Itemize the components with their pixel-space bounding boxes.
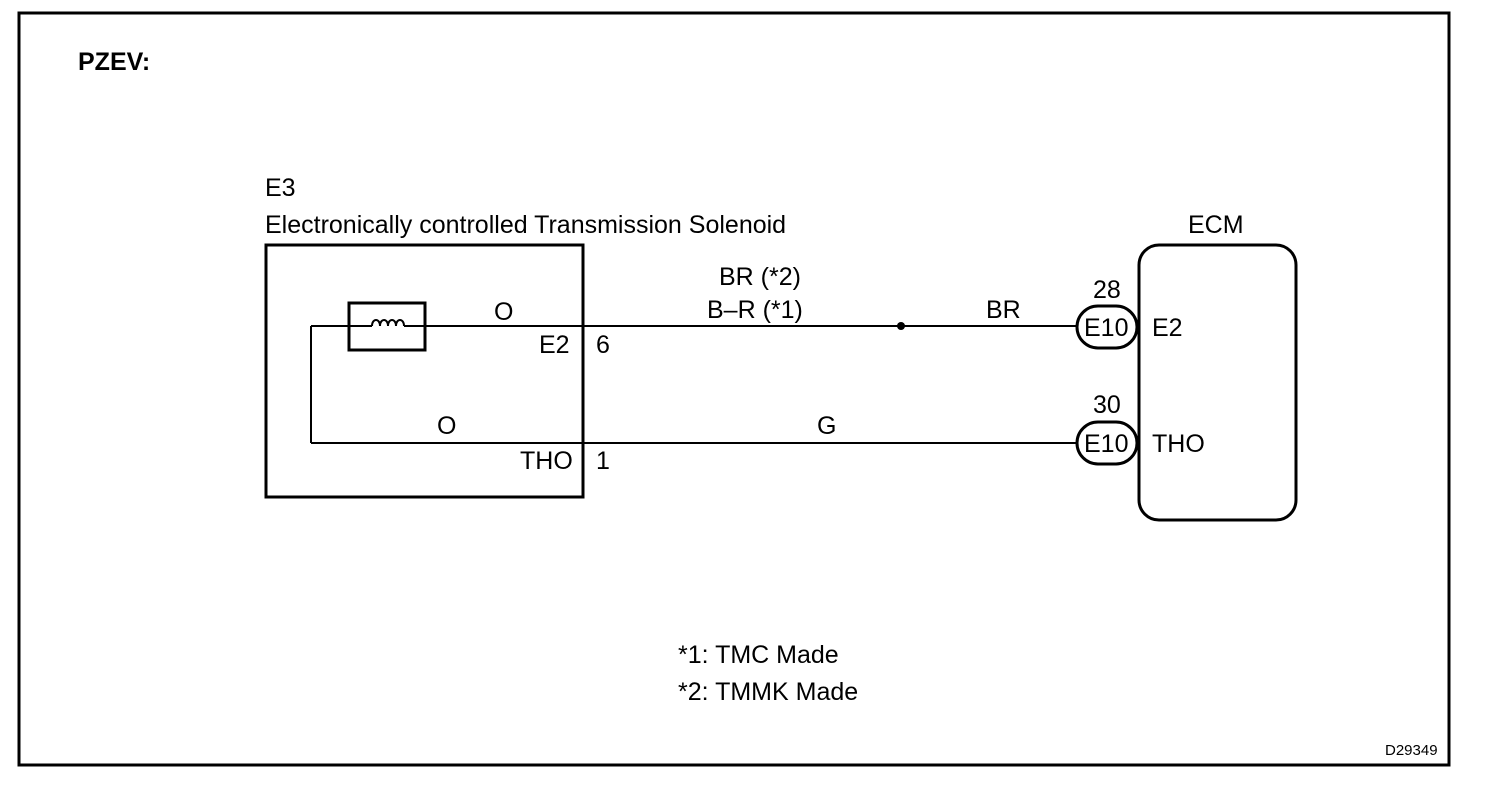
wire-upper-label-2: B–R (*1) xyxy=(707,296,803,324)
note-1: *1: TMC Made xyxy=(678,641,839,669)
wire-upper-label-1: BR (*2) xyxy=(719,263,801,291)
right-pin-upper-number: 28 xyxy=(1093,276,1121,304)
ecm-box xyxy=(1137,243,1298,522)
left-component-name: Electronically controlled Transmission S… xyxy=(265,211,786,239)
inner-wire-color-lower: O xyxy=(437,412,456,440)
left-pin-upper-label: E2 xyxy=(539,331,570,359)
connector-upper-code: E10 xyxy=(1084,314,1128,342)
connector-upper-oval xyxy=(1075,304,1139,350)
diagram-frame xyxy=(17,11,1451,767)
wire-upper-right-label: BR xyxy=(986,296,1021,324)
left-pin-lower-label: THO xyxy=(520,447,573,475)
wire-lower-label: G xyxy=(817,412,836,440)
figure-id: D29349 xyxy=(1385,742,1438,759)
connector-lower-oval xyxy=(1075,420,1139,466)
note-2: *2: TMMK Made xyxy=(678,678,858,706)
heading: PZEV: xyxy=(78,48,150,76)
left-component-code: E3 xyxy=(265,174,296,202)
solenoid-box xyxy=(264,243,585,499)
right-component-name: ECM xyxy=(1188,211,1244,239)
left-pin-upper-number: 6 xyxy=(596,331,610,359)
solenoid-coil-icon xyxy=(347,301,427,352)
right-pin-upper-label: E2 xyxy=(1152,314,1183,342)
left-pin-lower-number: 1 xyxy=(596,447,610,475)
right-pin-lower-label: THO xyxy=(1152,430,1205,458)
right-pin-lower-number: 30 xyxy=(1093,391,1121,419)
connector-lower-code: E10 xyxy=(1084,430,1128,458)
inner-wire-color-upper: O xyxy=(494,298,513,326)
splice-point xyxy=(897,322,905,330)
